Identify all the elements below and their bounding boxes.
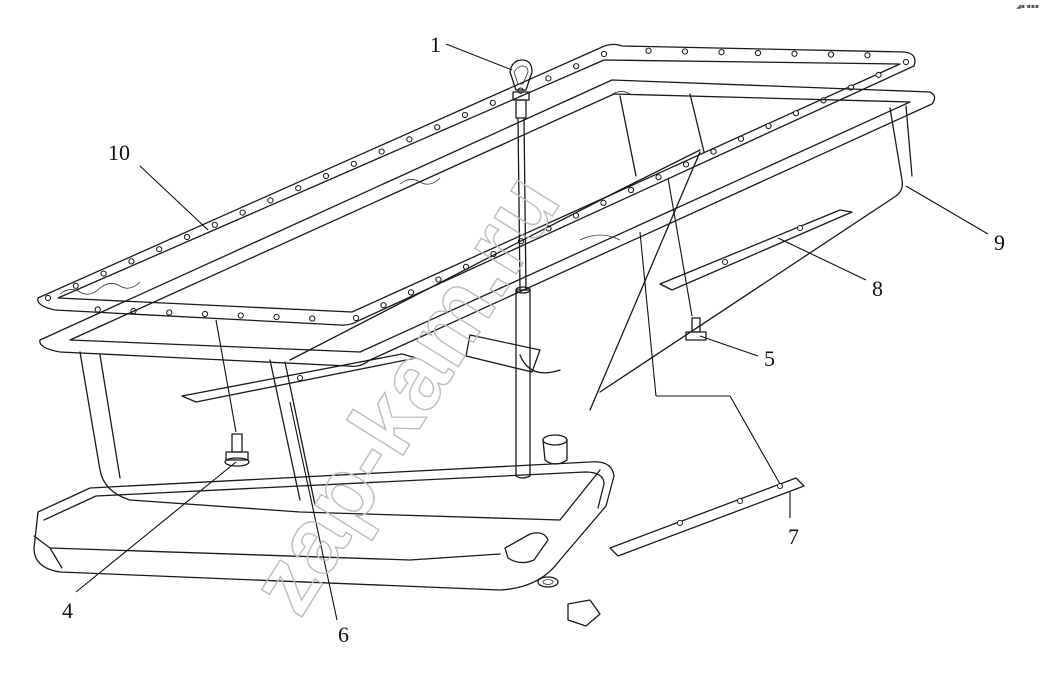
gasket-bolt-hole (655, 174, 662, 181)
gasket-bolt-hole (100, 270, 107, 277)
gasket-bolt-hole (44, 294, 52, 302)
gasket-bolt-hole (201, 310, 209, 318)
callout-4: 4 (62, 598, 73, 623)
gasket-bolt-hole (380, 302, 387, 309)
gasket-bolt-hole (754, 49, 762, 57)
gasket-bolt-hole (435, 276, 442, 283)
gasket-bolt-hole (765, 122, 772, 130)
gasket-bolt-hole (573, 63, 580, 70)
corner-mark: ◢▪ ▪▪▪ (1016, 3, 1039, 10)
gasket-bolt-hole (350, 160, 357, 167)
gasket-bolt-hole (737, 135, 745, 142)
callout-6: 6 (338, 622, 349, 647)
gasket-bolt-hole (273, 313, 280, 321)
gasket-bolt-hole (183, 233, 191, 241)
gasket-bolt-hole (489, 99, 496, 106)
callout-5: 5 (764, 346, 775, 371)
gasket-bolt-hole (322, 172, 330, 180)
gasket-bolt-hole (94, 306, 101, 313)
callouts: 1 4 5 6 7 8 9 10 (62, 32, 1005, 647)
gasket-bolt-hole (461, 111, 469, 119)
gasket-bolt-hole (820, 97, 827, 104)
reinforcement-strip-8 (181, 209, 853, 403)
gasket-bolt-hole (600, 199, 607, 206)
oil-pan-gasket (37, 43, 916, 326)
gasket-bolt-hole (267, 197, 274, 204)
gasket-bolt-hole (406, 136, 413, 143)
gasket-bolt-hole (239, 209, 246, 216)
bolt-5 (685, 317, 707, 341)
gasket-bolt-hole (681, 48, 689, 55)
gasket-bolt-hole (682, 161, 690, 168)
gasket-bolt-hole (352, 314, 360, 322)
gasket-bolt-hole (72, 282, 79, 289)
reinforcement-strip-7 (609, 477, 805, 557)
gasket-bolt-hole (309, 315, 316, 322)
gasket-bolt-hole (128, 258, 135, 265)
drain-plug (537, 576, 601, 627)
callout-1: 1 (430, 32, 441, 57)
gasket-bolt-hole (156, 246, 163, 253)
callout-8: 8 (872, 276, 883, 301)
gasket-bolt-hole (875, 71, 882, 78)
dipstick (509, 59, 533, 479)
gasket-bolt-hole (237, 312, 244, 319)
gasket-bolt-hole (791, 50, 798, 57)
gasket-bolt-hole (600, 50, 608, 58)
gasket-bolt-hole (407, 289, 415, 296)
callout-10: 10 (108, 140, 130, 165)
oil-pan-body (33, 79, 936, 591)
gasket-bolt-hole (792, 110, 800, 117)
gasket-bolt-hole (645, 47, 652, 54)
callout-7: 7 (788, 524, 799, 549)
gasket-bolt-hole (710, 148, 717, 155)
bolt-4 (224, 433, 250, 467)
gasket-bolt-hole (827, 51, 835, 58)
gasket-bolt-hole (627, 186, 635, 194)
gasket-bolt-hole (864, 52, 871, 59)
gasket-bolt-hole (211, 221, 218, 228)
gasket-bolt-hole (166, 309, 173, 316)
gasket-bolt-hole (718, 49, 725, 56)
gasket-bolt-hole (545, 75, 552, 82)
gasket-bolt-hole (902, 58, 910, 66)
callout-9: 9 (994, 230, 1005, 255)
gasket-bolt-hole (378, 148, 385, 155)
gasket-bolt-hole (295, 185, 302, 192)
gasket-bolt-hole (434, 124, 441, 131)
leader-lines (75, 43, 989, 621)
